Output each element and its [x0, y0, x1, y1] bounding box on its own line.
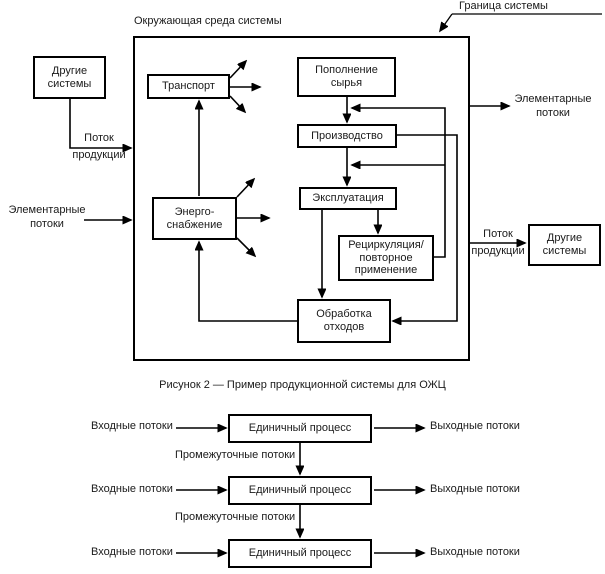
recycling-feedback-arrow-top	[352, 108, 446, 258]
production-to-waste-arrow	[393, 134, 458, 321]
box-label-line: Другие	[546, 232, 583, 245]
elementary-flows-out-label-line1: Элементарные	[514, 93, 592, 105]
box-label-line: Единичный процесс	[248, 484, 352, 497]
box-label-line: Транспорт	[162, 80, 215, 93]
intermediate-flows-label-1: Промежуточные потоки	[175, 449, 296, 461]
process1-input-label: Входные потоки	[91, 420, 173, 432]
elementary-flows-in-label-line1: Элементарные	[8, 204, 86, 216]
product-flow-in-label-line2: продукции	[72, 149, 126, 161]
raw-material-box: Пополнение сырья	[297, 57, 396, 97]
system-boundary-label: Граница системы	[459, 0, 548, 12]
process1-output-label: Выходные потоки	[430, 420, 520, 432]
box-label-line: системы	[542, 245, 587, 257]
environment-label: Окружающая среда системы	[134, 15, 282, 27]
box-label-line: применение	[354, 264, 418, 277]
process3-input-label: Входные потоки	[91, 546, 173, 558]
box-label-line: Пополнение	[315, 64, 378, 77]
process3-output-label: Выходные потоки	[430, 546, 520, 558]
unit-process-box-3: Единичный процесс	[228, 539, 372, 568]
process2-output-label: Выходные потоки	[430, 483, 520, 495]
boundary-callout-arrow	[440, 13, 453, 31]
box-label-line: системы	[47, 77, 92, 90]
recycling-box: Рециркуляция/ повторное применение	[338, 235, 434, 281]
product-flow-out-label-line1: Поток	[483, 228, 513, 240]
box-label-line: Единичный процесс	[248, 422, 352, 435]
box-label-line: повторное	[359, 251, 413, 264]
other-systems-left-box: Другие системы	[33, 56, 106, 99]
transport-output-arrow-down	[229, 95, 245, 112]
unit-process-box-2: Единичный процесс	[228, 476, 372, 505]
box-label-line: Другие	[51, 64, 88, 77]
box-label-line: Энерго-	[174, 205, 215, 218]
figure-caption: Рисунок 2 — Пример продукционной системы…	[159, 379, 446, 391]
transport-output-arrow-up	[229, 61, 246, 79]
elementary-flows-in-label-line2: потоки	[30, 218, 64, 230]
box-label-line: Обработка	[316, 308, 372, 321]
box-label-line: Рециркуляция/	[348, 239, 424, 252]
box-label-line: Эксплуатация	[312, 192, 384, 205]
intermediate-flows-label-2: Промежуточные потоки	[175, 511, 296, 523]
process2-input-label: Входные потоки	[91, 483, 173, 495]
box-label-line: снабжение	[166, 218, 223, 231]
product-flow-in-arrow	[69, 98, 131, 148]
energy-output-arrow-up	[236, 179, 254, 198]
waste-to-energy-arrow	[199, 242, 298, 322]
box-label-line: сырья	[330, 77, 363, 89]
operation-box: Эксплуатация	[299, 187, 397, 210]
energy-supply-box: Энерго- снабжение	[152, 197, 237, 240]
transport-box: Транспорт	[147, 74, 230, 99]
elementary-flows-out-label-line2: потоки	[536, 107, 570, 119]
other-systems-right-box: Другие системы	[528, 224, 601, 266]
energy-output-arrow-down	[236, 237, 255, 256]
box-label-line: Единичный процесс	[248, 547, 352, 560]
system-boundary-box	[133, 36, 470, 361]
waste-treatment-box: Обработка отходов	[297, 299, 391, 343]
production-box: Производство	[297, 124, 397, 148]
box-label-line: Производство	[311, 129, 383, 142]
unit-process-box-1: Единичный процесс	[228, 414, 372, 443]
product-flow-out-label-line2: продукции	[471, 245, 525, 257]
box-label-line: отходов	[323, 321, 365, 333]
product-flow-in-label-line1: Поток	[84, 132, 114, 144]
